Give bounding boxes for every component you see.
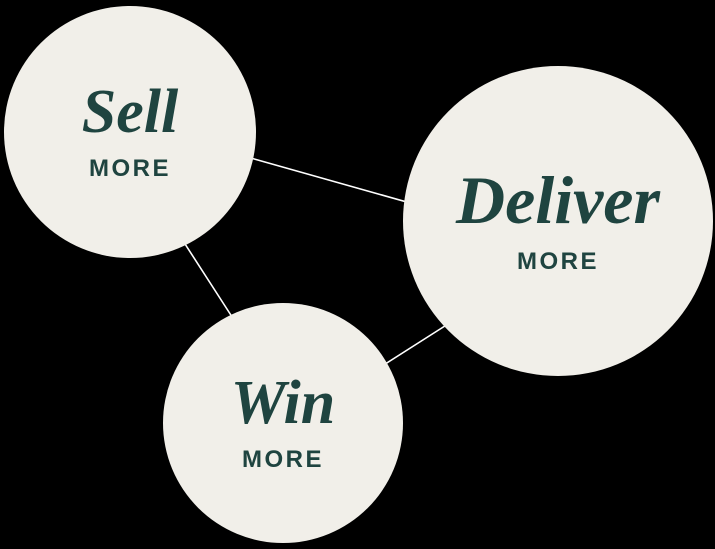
- node-sell: Sell MORE: [4, 6, 256, 258]
- node-deliver-subtitle: MORE: [517, 248, 599, 276]
- connector-sell-win: [175, 229, 237, 324]
- node-deliver: Deliver MORE: [403, 66, 713, 376]
- node-win: Win MORE: [163, 303, 403, 543]
- node-sell-title: Sell: [81, 77, 179, 146]
- node-sell-subtitle: MORE: [89, 155, 171, 183]
- node-deliver-title: Deliver: [456, 161, 660, 238]
- node-win-subtitle: MORE: [242, 446, 324, 474]
- node-win-title: Win: [230, 368, 336, 437]
- connector-sell-deliver: [225, 150, 429, 209]
